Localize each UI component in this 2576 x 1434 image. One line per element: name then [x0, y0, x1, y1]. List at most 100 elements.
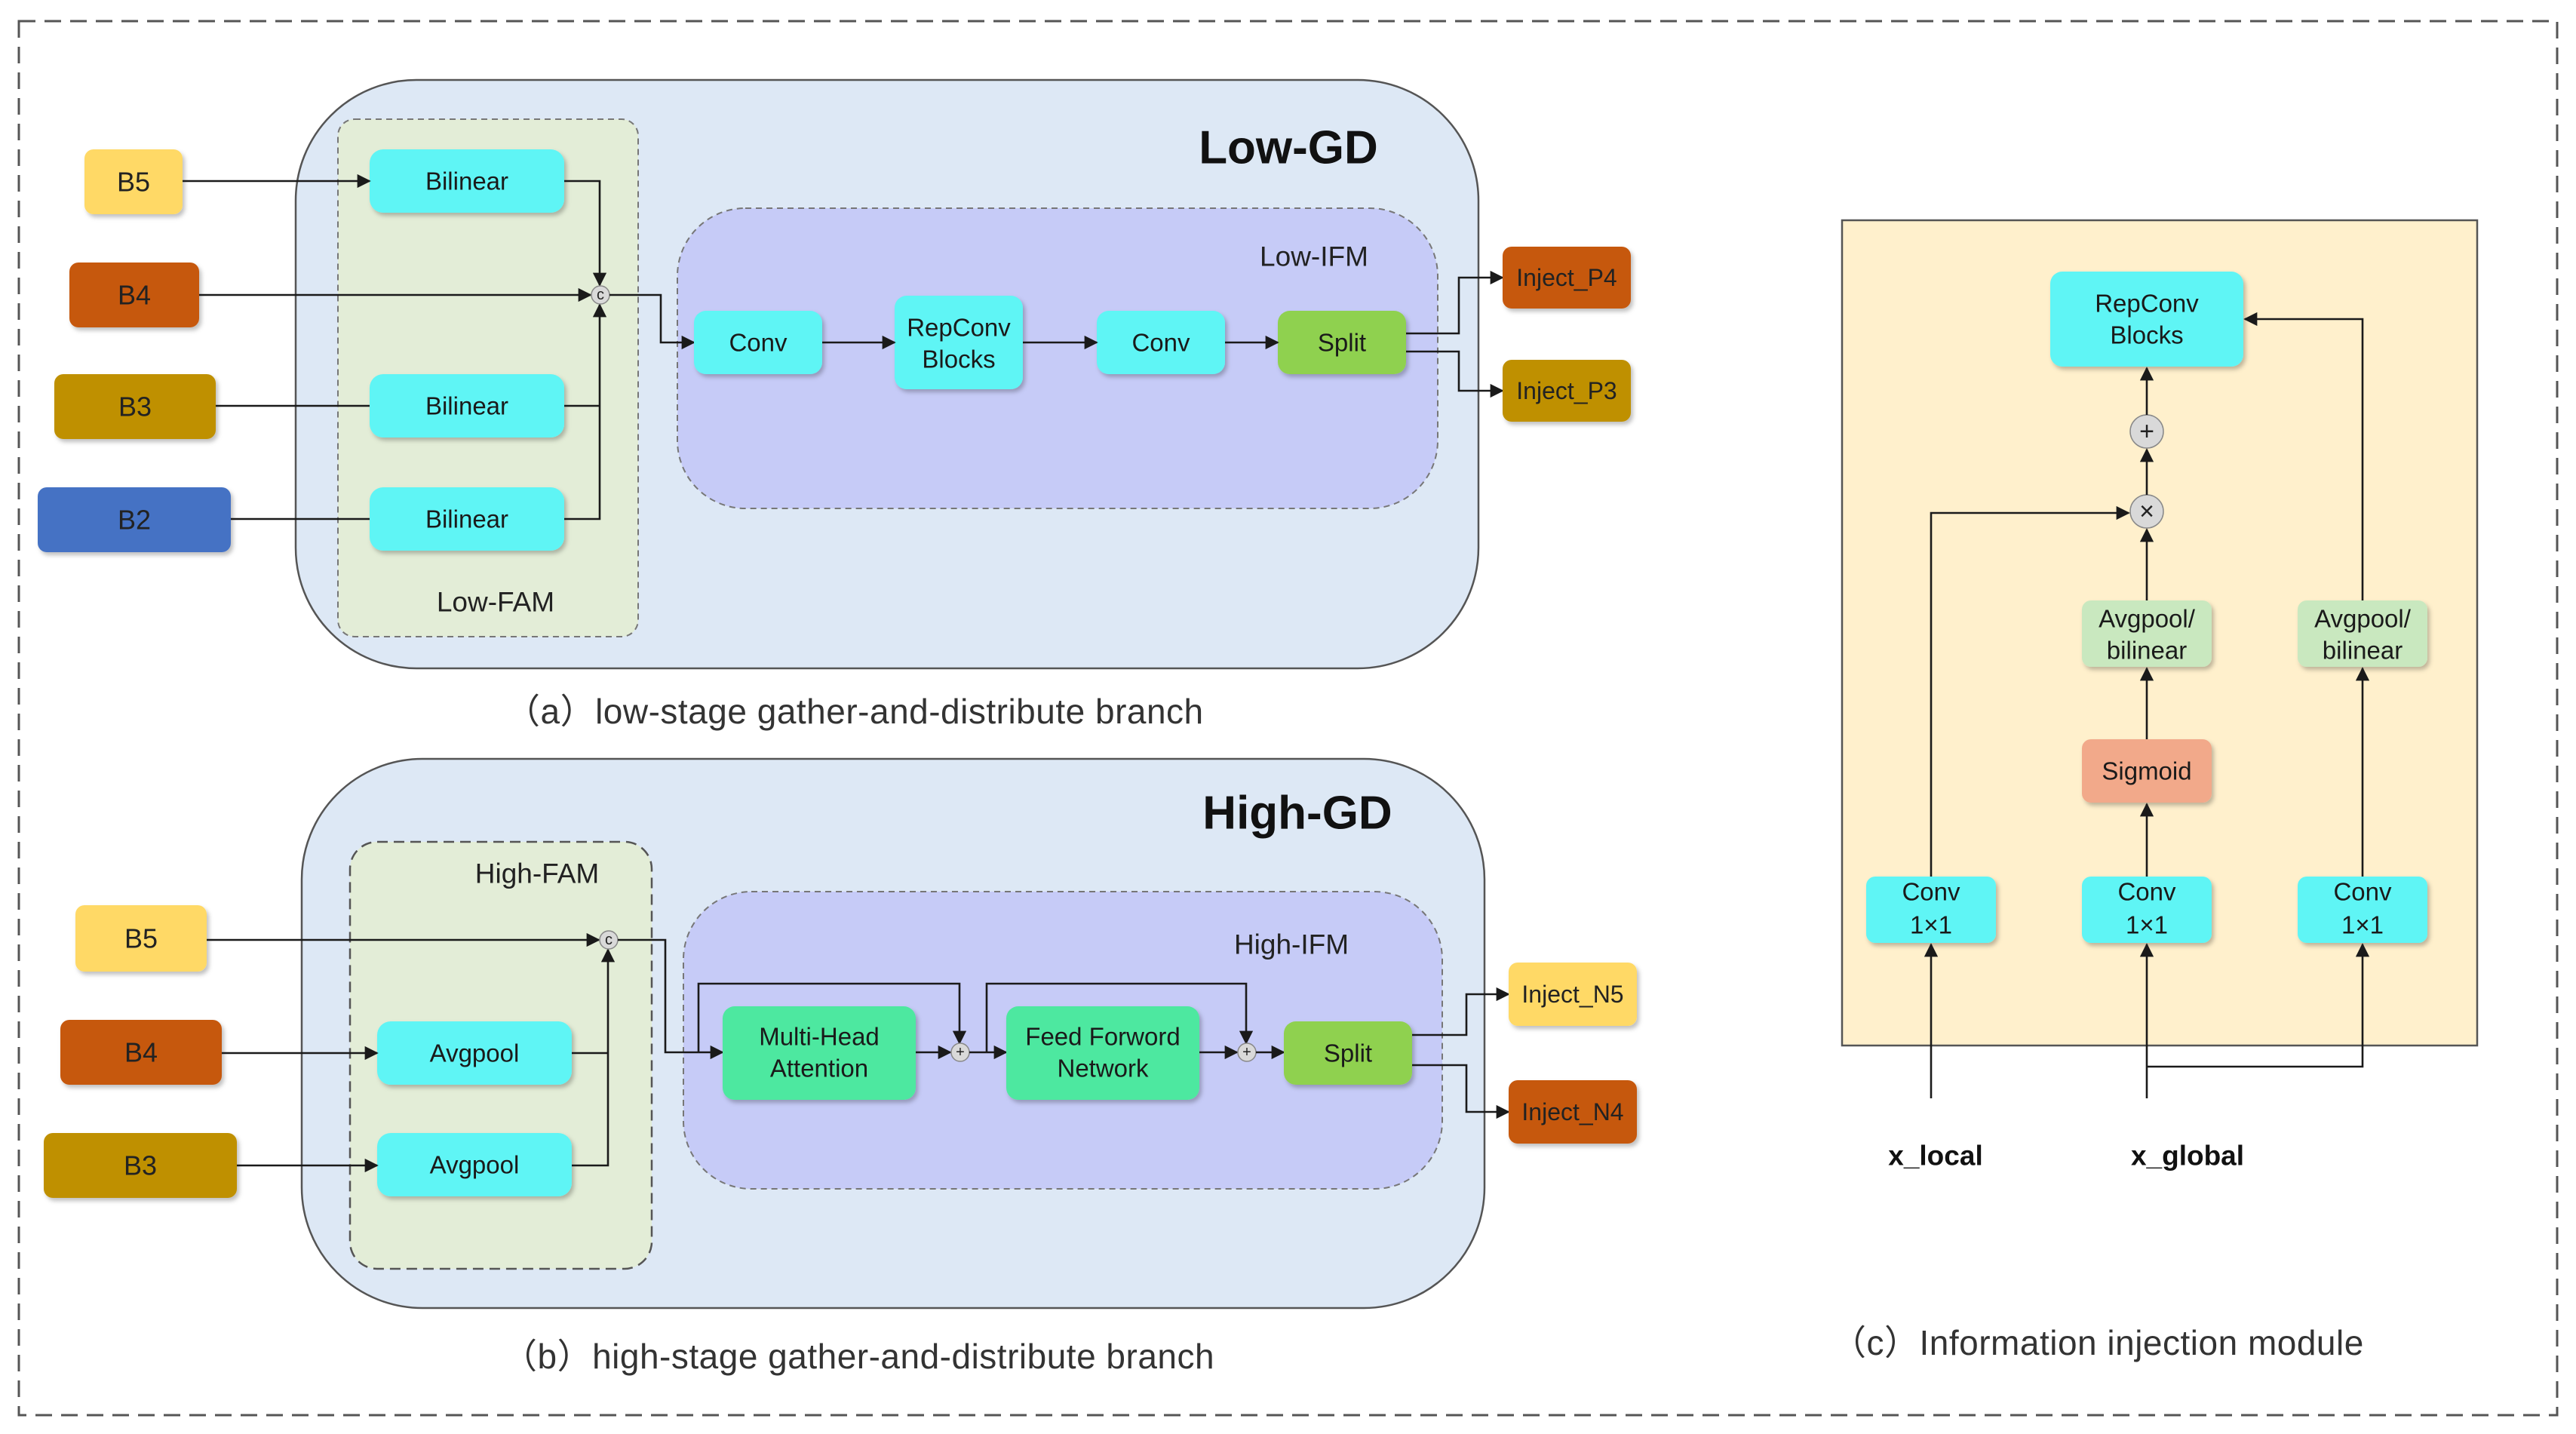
inj-pool-left-line1: Avgpool/ — [2099, 605, 2196, 633]
inj-add-symbol: + — [2139, 417, 2154, 446]
high-edge-residual-mha — [697, 982, 967, 1052]
high-input-b5 — [75, 905, 207, 972]
high-output-inject-n4-label: Inject_N4 — [1521, 1098, 1623, 1125]
low-input-b3 — [54, 374, 216, 439]
low-input-b5-label: B5 — [117, 167, 150, 198]
inj-repconv-blocks — [2050, 272, 2243, 367]
high-avgpool-2-label: Avgpool — [430, 1151, 520, 1179]
high-ffn-line2: Network — [1057, 1055, 1149, 1082]
low-input-b5 — [84, 149, 183, 214]
low-split — [1278, 311, 1406, 374]
low-conv-1-label: Conv — [729, 329, 788, 357]
low-conv-1 — [694, 311, 822, 374]
high-output-inject-n4 — [1509, 1080, 1637, 1144]
inj-edge-local-mul — [1930, 505, 2130, 877]
high-edge-split-n5 — [1412, 987, 1510, 1036]
low-conv-2-label: Conv — [1131, 329, 1190, 357]
low-gd-title: Low-GD — [1199, 122, 1378, 174]
low-bilinear-2-label: Bilinear — [425, 392, 508, 420]
low-bilinear-1 — [370, 149, 564, 213]
inj-edge-xglobal-right — [2147, 943, 2370, 1068]
low-output-inject-p3 — [1503, 360, 1631, 422]
low-input-b3-label: B3 — [118, 392, 152, 422]
high-avgpool-1 — [377, 1021, 572, 1085]
low-repconv-line1: RepConv — [907, 314, 1011, 342]
low-edge-bilinear3-concat — [564, 303, 607, 520]
low-input-b4 — [69, 263, 199, 327]
high-split — [1284, 1021, 1412, 1085]
injection-caption: （c）Information injection module — [1831, 1323, 2364, 1362]
high-add-symbol-1: + — [956, 1044, 965, 1061]
low-output-inject-p4-label: Inject_P4 — [1516, 264, 1617, 291]
low-split-label: Split — [1318, 329, 1366, 357]
inj-pool-left-line2: bilinear — [2107, 637, 2187, 665]
high-fam-label: High-FAM — [475, 858, 599, 889]
inj-conv-global-2-line1: Conv — [2333, 878, 2392, 906]
inj-x-local-label: x_local — [1888, 1141, 1982, 1171]
low-bilinear-2 — [370, 374, 564, 438]
high-ffn-block — [1006, 1006, 1199, 1100]
inj-pool-right — [2298, 600, 2427, 667]
low-edge-bilinear1-concat — [564, 180, 607, 287]
low-repconv-line2: Blocks — [922, 345, 995, 373]
inj-mul-symbol: × — [2139, 497, 2154, 526]
high-avgpool-1-label: Avgpool — [430, 1039, 520, 1067]
inj-conv-local-line2: 1×1 — [1910, 911, 1952, 939]
low-repconv-blocks — [895, 296, 1023, 389]
inj-conv-global-1 — [2082, 877, 2212, 943]
high-concat-symbol: c — [605, 932, 613, 948]
low-bilinear-3-label: Bilinear — [425, 505, 508, 533]
inj-repconv-line2: Blocks — [2110, 321, 2183, 349]
high-ffn-line1: Feed Forword — [1025, 1023, 1180, 1051]
high-mha-line1: Multi-Head — [759, 1023, 880, 1051]
inj-conv-global-1-line2: 1×1 — [2126, 911, 2168, 939]
low-gd-caption: （a）low-stage gather-and-distribute branc… — [505, 692, 1204, 731]
inj-conv-local-line1: Conv — [1902, 878, 1960, 906]
inj-pool-right-line2: bilinear — [2323, 637, 2403, 665]
inj-x-global-label: x_global — [2131, 1141, 2244, 1171]
low-conv-2 — [1097, 311, 1225, 374]
high-gd-title: High-GD — [1202, 788, 1392, 840]
low-edge-split-p3 — [1406, 350, 1504, 398]
inj-edge-pool-right-repconv — [2243, 312, 2364, 600]
high-edge-residual-ffn — [985, 982, 1254, 1052]
outer-frame — [17, 20, 2559, 1417]
low-output-inject-p4 — [1503, 247, 1631, 309]
high-mha-block — [723, 1006, 916, 1100]
high-add-symbol-2: + — [1242, 1044, 1251, 1061]
low-ifm-region — [677, 207, 1438, 509]
low-edge-split-p4 — [1406, 270, 1504, 335]
high-edge-concat-mha — [618, 938, 724, 1060]
low-output-inject-p3-label: Inject_P3 — [1516, 377, 1617, 404]
high-gd-section: High-GD High-FAM High-IFM B5 B4 B3 Avgpo… — [44, 757, 1637, 1376]
inj-pool-right-line1: Avgpool/ — [2314, 605, 2412, 633]
high-gd-caption: （b）high-stage gather-and-distribute bran… — [502, 1337, 1214, 1376]
inj-conv-global-2 — [2298, 877, 2427, 943]
high-avgpool-2 — [377, 1133, 572, 1196]
high-output-inject-n5-label: Inject_N5 — [1521, 981, 1623, 1008]
low-gd-section: Low-GD Low-FAM Low-IFM B5 B4 B3 B2 Bilin… — [38, 78, 1631, 731]
high-split-label: Split — [1324, 1039, 1372, 1067]
high-ifm-label: High-IFM — [1234, 929, 1349, 960]
high-input-b4-label: B4 — [124, 1037, 158, 1068]
high-input-b4 — [60, 1020, 222, 1085]
low-edge-concat-conv — [609, 293, 695, 350]
inj-repconv-line1: RepConv — [2095, 290, 2199, 318]
low-input-b2-label: B2 — [118, 505, 151, 536]
high-input-b3 — [44, 1133, 237, 1198]
high-edge-split-n4 — [1412, 1064, 1510, 1119]
low-fam-label: Low-FAM — [437, 587, 554, 618]
low-concat-symbol: c — [597, 287, 604, 303]
high-input-b5-label: B5 — [124, 923, 158, 954]
injection-section: RepConv Blocks + × Avgpool/ bilinear Avg… — [1831, 219, 2479, 1362]
inj-sigmoid-label: Sigmoid — [2102, 757, 2191, 785]
inj-conv-global-2-line2: 1×1 — [2341, 911, 2384, 939]
low-input-b4-label: B4 — [118, 280, 151, 311]
low-bilinear-3 — [370, 487, 564, 551]
high-output-inject-n5 — [1509, 963, 1637, 1026]
inj-conv-local — [1866, 877, 1996, 943]
low-bilinear-1-label: Bilinear — [425, 167, 508, 195]
high-mha-line2: Attention — [770, 1055, 868, 1082]
inj-conv-global-1-line1: Conv — [2117, 878, 2176, 906]
low-input-b2 — [38, 487, 231, 552]
